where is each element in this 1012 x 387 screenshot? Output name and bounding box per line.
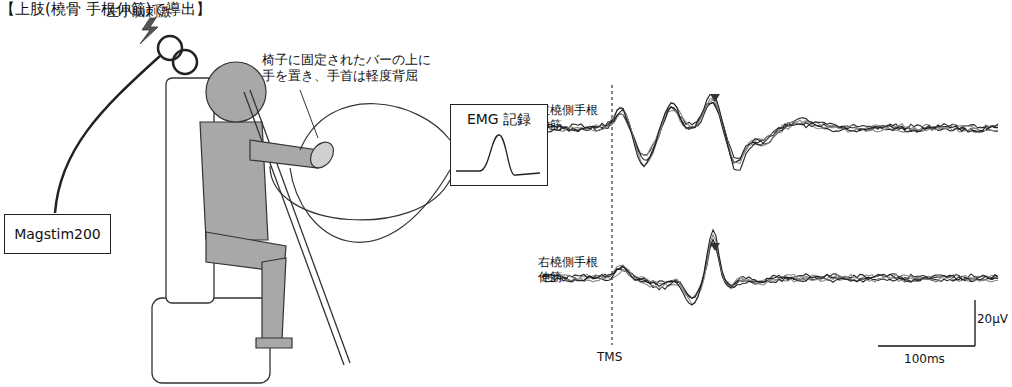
muscle-label: 右橈側手根 伸筋 — [538, 255, 608, 285]
stimulus-bolt — [140, 18, 158, 44]
foot — [256, 338, 292, 348]
box-text: EMG 記録 — [459, 111, 539, 129]
arm — [250, 140, 318, 168]
emg-trace — [542, 239, 998, 298]
lower-leg — [262, 258, 286, 340]
peak-marker — [710, 94, 720, 102]
tms-coil — [158, 36, 182, 60]
box-text: Magstim200 — [14, 226, 101, 242]
fixed-bar — [250, 90, 350, 363]
fixed-bar — [244, 92, 344, 365]
coil-cable — [55, 56, 160, 213]
emg-trace — [542, 235, 998, 305]
emg-trace — [542, 102, 998, 162]
peak-marker — [710, 243, 720, 251]
emg-wire — [270, 166, 450, 220]
emg-traces — [542, 95, 998, 306]
muscle-label: 左橈側手根 伸筋 — [538, 103, 608, 133]
head — [206, 62, 266, 122]
tms-coil — [173, 50, 197, 74]
emg-trace — [542, 98, 998, 166]
torso — [200, 122, 268, 240]
emg-trace — [542, 99, 998, 163]
tms-label: TMS — [597, 350, 622, 365]
emg-wire — [300, 104, 450, 150]
posture-note: 椅子に固定されたバーの上に 手を置き、手首は軽度背屈 — [262, 52, 444, 85]
scale-label: 100ms — [904, 352, 945, 367]
emg-waveform — [452, 131, 546, 183]
figure-title: 【上肢(橈骨 手根伸筋)で導出】 — [0, 0, 211, 19]
emg-trace — [542, 243, 998, 299]
hand — [306, 138, 338, 172]
emg-trace — [542, 95, 998, 171]
emg-trace — [542, 241, 998, 298]
stimulus-label: 左小脳刺激 — [106, 4, 171, 20]
emg-waveform — [456, 135, 540, 175]
leader-line — [300, 90, 318, 138]
scale-label: 20μV — [977, 312, 1008, 327]
emg-trace — [542, 230, 998, 305]
emg-trace — [542, 103, 998, 159]
scale-bar — [878, 345, 975, 346]
stimulator-box: Magstim200 — [4, 214, 111, 254]
chair-base — [152, 298, 270, 383]
emg-box: EMG 記録 — [450, 104, 548, 186]
scale-bar — [974, 300, 975, 346]
